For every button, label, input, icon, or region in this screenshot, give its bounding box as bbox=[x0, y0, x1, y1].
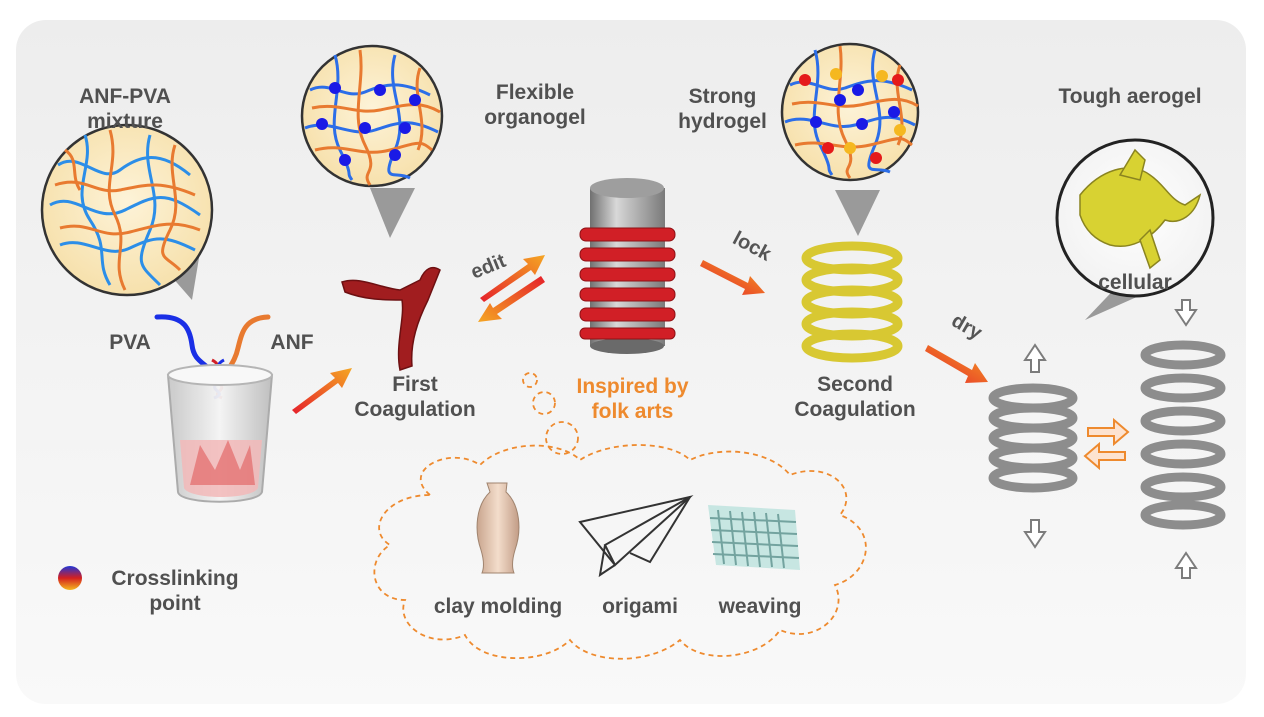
mixture-label-line1: ANF-PVA bbox=[79, 85, 171, 108]
beaker-group bbox=[154, 314, 274, 503]
crosslinking-legend-line2: point bbox=[149, 592, 201, 615]
origami-label: origami bbox=[602, 595, 678, 618]
second-coagulation-line1: Second bbox=[817, 373, 893, 396]
clay-molding-label: clay molding bbox=[433, 595, 563, 618]
crosslink-legend-marker bbox=[58, 566, 82, 590]
stretched-aerogel-coil bbox=[1140, 340, 1226, 530]
mixture-label: ANF-PVA mixture bbox=[60, 84, 190, 134]
mixture-network-circle bbox=[40, 123, 214, 300]
mixture-label-line2: mixture bbox=[87, 110, 163, 133]
anf-label: ANF bbox=[270, 331, 314, 354]
edit-arrow-label: edit bbox=[468, 250, 510, 284]
aerogel-cellular-circle bbox=[1055, 138, 1215, 320]
pva-label: PVA bbox=[109, 331, 151, 354]
weaving-mesh-icon bbox=[708, 505, 800, 570]
first-coagulation-label: First Coagulation bbox=[335, 372, 495, 422]
cellular-label: cellular bbox=[1098, 271, 1172, 294]
inspiration-title-line1: Inspired by bbox=[576, 375, 689, 398]
vase-icon bbox=[476, 482, 520, 574]
weaving-label: weaving bbox=[718, 595, 802, 618]
second-coagulation-line2: Coagulation bbox=[794, 398, 916, 421]
first-coagulation-line2: Coagulation bbox=[354, 398, 476, 421]
yellow-coil bbox=[801, 241, 903, 363]
hydrogel-label-line2: hydrogel bbox=[678, 110, 767, 133]
cylinder-mandrel-coil bbox=[579, 178, 676, 354]
first-coagulation-line1: First bbox=[392, 373, 438, 396]
crosslinking-legend-line1: Crosslinking bbox=[111, 567, 239, 590]
gradient-arrows bbox=[292, 255, 988, 414]
inspiration-title: Inspired by folk arts bbox=[565, 374, 700, 424]
dry-arrow-label: dry bbox=[948, 310, 987, 345]
organogel-network-circle bbox=[300, 44, 444, 238]
hollow-arrows bbox=[1023, 299, 1198, 579]
second-coagulation-label: Second Coagulation bbox=[775, 372, 935, 422]
crosslinking-legend-label: Crosslinking point bbox=[90, 566, 260, 616]
hydrogel-network-circle bbox=[780, 42, 920, 236]
paper-plane-icon bbox=[578, 495, 694, 578]
aerogel-label: Tough aerogel bbox=[1058, 85, 1202, 108]
orange-hollow-arrows bbox=[1083, 417, 1130, 471]
thought-cloud bbox=[373, 372, 867, 660]
hydrogel-label: Strong hydrogel bbox=[660, 84, 785, 134]
organogel-label: Flexible organogel bbox=[470, 80, 600, 130]
organogel-label-line1: Flexible bbox=[495, 81, 575, 104]
inspiration-title-line2: folk arts bbox=[591, 400, 674, 423]
compressed-aerogel-coil bbox=[988, 383, 1078, 493]
lock-arrow-label: lock bbox=[729, 227, 775, 266]
organogel-label-line2: organogel bbox=[484, 106, 586, 129]
hydrogel-label-line1: Strong bbox=[688, 85, 757, 108]
gel-ribbon bbox=[341, 267, 441, 371]
